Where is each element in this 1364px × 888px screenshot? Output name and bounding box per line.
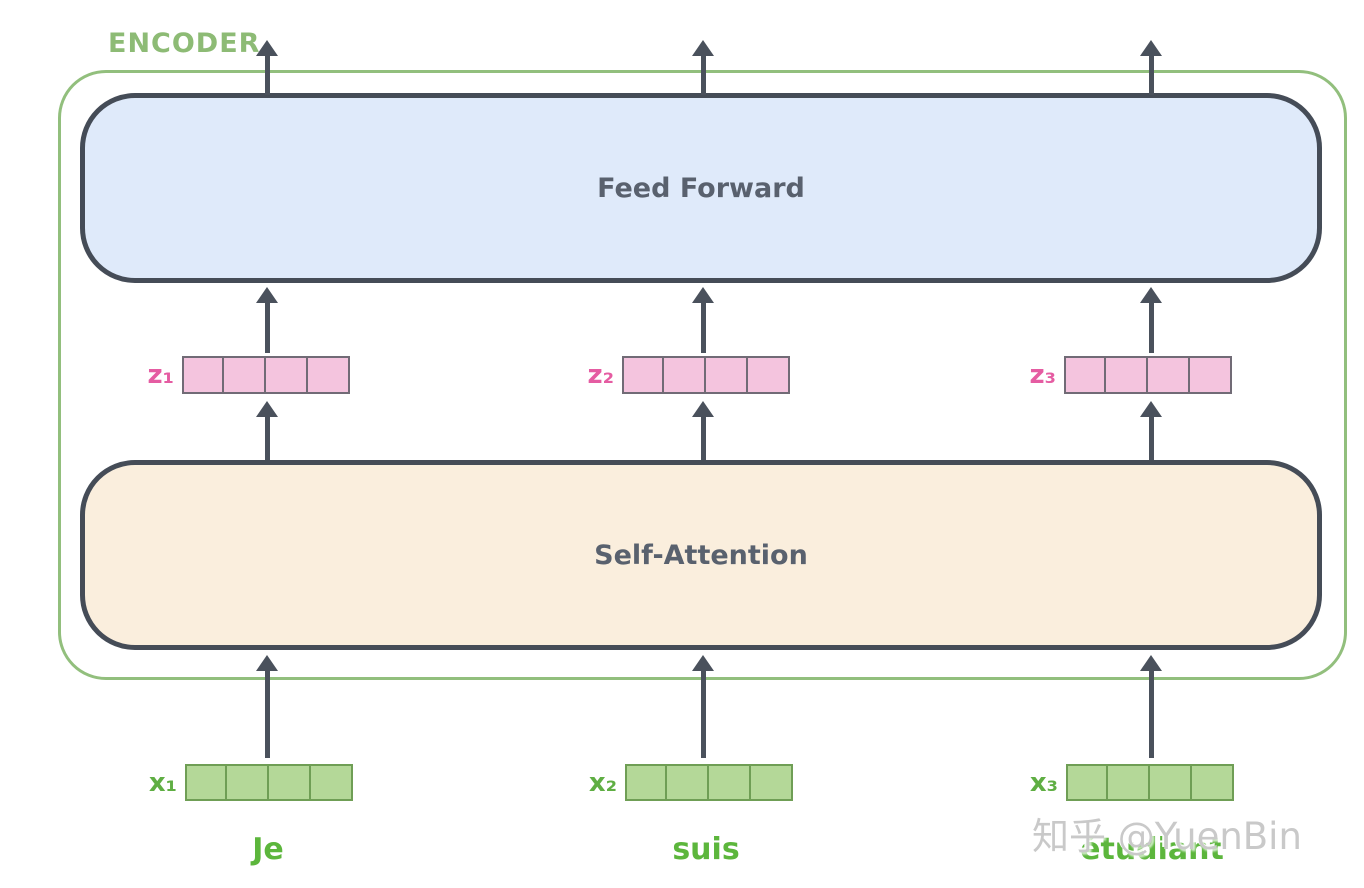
vector-cell bbox=[622, 356, 664, 394]
up-arrow-icon bbox=[692, 287, 714, 353]
input-word: Je bbox=[252, 832, 284, 867]
vector-label: x₁ bbox=[148, 767, 177, 798]
vector-cell bbox=[625, 764, 667, 801]
self-attention-label: Self-Attention bbox=[594, 539, 808, 571]
vector-cell bbox=[706, 356, 748, 394]
vector-cell bbox=[1064, 356, 1106, 394]
up-arrow-icon bbox=[256, 40, 278, 95]
vector-cell bbox=[664, 356, 706, 394]
vector-cell bbox=[224, 356, 266, 394]
up-arrow-icon bbox=[692, 401, 714, 460]
vector-label: z₃ bbox=[1029, 360, 1056, 390]
vector-cell bbox=[182, 356, 224, 394]
vector-cell bbox=[1148, 356, 1190, 394]
self-attention-box: Self-Attention bbox=[80, 460, 1322, 650]
up-arrow-icon bbox=[256, 401, 278, 460]
up-arrow-icon bbox=[1140, 40, 1162, 95]
z-vector-2: z₂ bbox=[574, 356, 790, 394]
vector-cells bbox=[1066, 764, 1234, 801]
z-vector-1: z₁ bbox=[134, 356, 350, 394]
vector-label: x₂ bbox=[588, 767, 617, 798]
vector-cell bbox=[311, 764, 353, 801]
vector-cell bbox=[1190, 356, 1232, 394]
input-word: étudiant bbox=[1080, 832, 1224, 867]
vector-label: z₁ bbox=[147, 360, 174, 390]
up-arrow-icon bbox=[1140, 287, 1162, 353]
vector-label: x₃ bbox=[1029, 767, 1058, 798]
z-vector-3: z₃ bbox=[1016, 356, 1232, 394]
x-vector-1: x₁ bbox=[137, 764, 353, 801]
vector-label: z₂ bbox=[587, 360, 614, 390]
vector-cell bbox=[667, 764, 709, 801]
vector-cells bbox=[625, 764, 793, 801]
vector-cell bbox=[709, 764, 751, 801]
vector-cell bbox=[751, 764, 793, 801]
vector-cells bbox=[622, 356, 790, 394]
vector-cell bbox=[748, 356, 790, 394]
x-vector-3: x₃ bbox=[1018, 764, 1234, 801]
vector-cell bbox=[1192, 764, 1234, 801]
up-arrow-icon bbox=[692, 655, 714, 758]
up-arrow-icon bbox=[256, 655, 278, 758]
vector-cell bbox=[185, 764, 227, 801]
x-vector-2: x₂ bbox=[577, 764, 793, 801]
vector-cell bbox=[1066, 764, 1108, 801]
vector-cell bbox=[308, 356, 350, 394]
vector-cell bbox=[1106, 356, 1148, 394]
vector-cell bbox=[1108, 764, 1150, 801]
vector-cell bbox=[1150, 764, 1192, 801]
vector-cells bbox=[1064, 356, 1232, 394]
encoder-label: ENCODER bbox=[108, 28, 261, 59]
input-word: suis bbox=[672, 832, 740, 867]
up-arrow-icon bbox=[256, 287, 278, 353]
vector-cells bbox=[182, 356, 350, 394]
watermark: 知乎 @YuenBin bbox=[1032, 815, 1302, 858]
up-arrow-icon bbox=[1140, 655, 1162, 758]
up-arrow-icon bbox=[692, 40, 714, 95]
feed-forward-box: Feed Forward bbox=[80, 93, 1322, 283]
vector-cell bbox=[269, 764, 311, 801]
vector-cells bbox=[185, 764, 353, 801]
up-arrow-icon bbox=[1140, 401, 1162, 460]
feed-forward-label: Feed Forward bbox=[597, 172, 805, 204]
vector-cell bbox=[227, 764, 269, 801]
vector-cell bbox=[266, 356, 308, 394]
